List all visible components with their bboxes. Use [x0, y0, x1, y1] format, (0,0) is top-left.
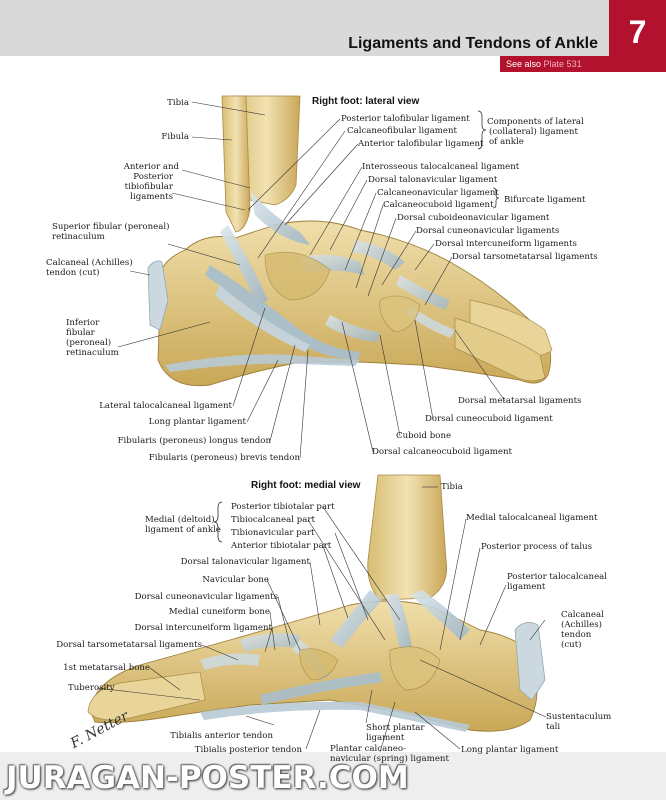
label-tibiofibular-1: Anterior and	[123, 162, 179, 172]
label-calcaneal-tendon-2: tendon (cut)	[46, 268, 100, 278]
medial-leader-lines	[96, 486, 547, 753]
label-tibiofibular-2: Posterior	[133, 172, 173, 182]
label-medial-cuneiform-bone: Medial cuneiform bone	[168, 607, 270, 617]
label-superior-fibular-2: retinaculum	[52, 232, 105, 242]
label-tibialis-anterior: Tibialis anterior tendon	[170, 731, 273, 741]
label-calcaneofibular: Calcaneofibular ligament	[347, 126, 458, 136]
label-long-plantar: Long plantar ligament	[148, 417, 246, 427]
lateral-view-title: Right foot: lateral view	[312, 96, 420, 107]
page-title: Ligaments and Tendons of Ankle	[348, 35, 598, 52]
label-anterior-tibiotalar: Anterior tibiotalar part	[231, 541, 332, 551]
label-lateral-group-1: Components of lateral	[487, 117, 584, 127]
label-dorsal-calcaneocuboid: Dorsal calcaneocuboid ligament	[372, 447, 512, 457]
label-medial-long-plantar: Long plantar ligament	[461, 745, 559, 755]
label-interosseous-talocalcaneal: Interosseous talocalcaneal ligament	[362, 162, 520, 172]
label-medial-calcaneal-2: (Achilles)	[561, 620, 603, 630]
label-tibialis-posterior: Tibialis posterior tendon	[194, 745, 302, 755]
label-posterior-process-talus: Posterior process of talus	[481, 542, 593, 552]
label-plantar-calcaneonavicular-2: navicular (spring) ligament	[330, 754, 449, 764]
label-dorsal-cuneonavicular: Dorsal cuneonavicular ligaments	[416, 226, 560, 236]
lateral-ligament-brace	[477, 110, 487, 150]
label-medial-dorsal-intercuneiform: Dorsal intercuneiform ligament	[134, 623, 272, 633]
watermark-band	[0, 752, 666, 800]
label-medial-dorsal-tarsometatarsal: Dorsal tarsometatarsal ligaments	[56, 640, 202, 650]
label-posterior-talocalcaneal-1: Posterior talocalcaneal	[507, 572, 608, 582]
lateral-foot-drawing	[147, 95, 553, 387]
label-dorsal-talonavicular: Dorsal talonavicular ligament	[368, 175, 498, 185]
label-deltoid-1: Medial (deltoid)	[145, 515, 215, 525]
label-dorsal-metatarsal: Dorsal metatarsal ligaments	[458, 396, 582, 406]
label-sustentaculum-2: tali	[546, 722, 561, 732]
label-tuberosity: Tuberosity	[68, 683, 115, 693]
label-medial-calcaneal-1: Calcaneal	[561, 610, 604, 620]
label-medial-calcaneal-4: (cut)	[561, 640, 582, 650]
label-lateral-talocalcaneal: Lateral talocalcaneal ligament	[99, 401, 232, 411]
label-medial-calcaneal-3: tendon	[561, 630, 592, 640]
label-dorsal-cuneocuboid: Dorsal cuneocuboid ligament	[425, 414, 553, 424]
label-inferior-fibular-4: retinaculum	[66, 348, 119, 358]
label-medial-dorsal-cuneonavicular: Dorsal cuneonavicular ligaments	[134, 592, 278, 602]
label-dorsal-cuboideonavicular: Dorsal cuboideonavicular ligament	[397, 213, 550, 223]
label-cuboid-bone: Cuboid bone	[396, 431, 452, 441]
bifurcate-brace	[492, 187, 500, 209]
label-inferior-fibular-2: fibular	[66, 328, 95, 338]
label-plantar-calcaneonavicular-1: Plantar calcaneo-	[330, 744, 406, 754]
label-anterior-talofibular: Anterior talofibular ligament	[358, 139, 484, 149]
label-short-plantar-1: Short plantar	[366, 723, 425, 733]
label-posterior-talocalcaneal-2: ligament	[507, 582, 546, 592]
label-tibia: Tibia	[167, 98, 189, 108]
label-fibularis-longus: Fibularis (peroneus) longus tendon	[117, 436, 271, 446]
label-calcaneonavicular: Calcaneonavicular ligament	[377, 188, 499, 198]
label-posterior-talofibular: Posterior talofibular ligament	[341, 114, 470, 124]
label-lateral-group-3: of ankle	[489, 137, 524, 147]
label-dorsal-tarsometatarsal: Dorsal tarsometatarsal ligaments	[452, 252, 598, 262]
chapter-number: 7	[609, 0, 666, 72]
label-calcaneocuboid: Calcaneocuboid ligament	[383, 200, 494, 210]
header-bar	[0, 0, 609, 56]
medial-view-title: Right foot: medial view	[251, 480, 361, 491]
medial-foot-drawing	[87, 474, 546, 732]
label-tibiofibular-3: tibiofibular	[124, 182, 173, 192]
watermark-text: JURAGAN-POSTER.COM	[6, 760, 409, 796]
deltoid-brace	[213, 501, 223, 543]
plate-reference[interactable]: Plate 531	[543, 59, 582, 69]
label-first-metatarsal: 1st metatarsal bone	[63, 663, 150, 673]
label-inferior-fibular-3: (peroneal)	[66, 338, 112, 348]
lateral-leader-lines	[117, 101, 506, 459]
label-medial-dorsal-talonavicular: Dorsal talonavicular ligament	[180, 557, 310, 567]
label-lateral-group-2: (collateral) ligament	[489, 127, 578, 137]
label-fibularis-brevis: Fibularis (peroneus) brevis tendon	[148, 453, 300, 463]
label-calcaneal-tendon-1: Calcaneal (Achilles)	[46, 258, 133, 268]
label-medial-talocalcaneal: Medial talocalcaneal ligament	[466, 513, 598, 523]
label-inferior-fibular-1: Inferior	[66, 318, 100, 328]
label-tibiofibular-4: ligaments	[130, 192, 173, 202]
label-medial-tibia: Tibia	[441, 482, 463, 492]
label-dorsal-intercuneiform: Dorsal intercuneiform ligaments	[435, 239, 577, 249]
label-posterior-tibiotalar: Posterior tibiotalar part	[231, 502, 335, 512]
see-also-prefix: See also	[506, 59, 542, 69]
label-tibiocalcaneal: Tibiocalcaneal part	[231, 515, 315, 525]
see-also-link[interactable]: See also Plate 531	[500, 56, 609, 72]
label-superior-fibular-1: Superior fibular (peroneal)	[52, 222, 170, 232]
label-short-plantar-2: ligament	[366, 733, 405, 743]
label-tibionavicular: Tibionavicular part	[231, 528, 315, 538]
label-navicular-bone: Navicular bone	[202, 575, 269, 585]
label-fibula: Fibula	[161, 132, 189, 142]
label-deltoid-2: ligament of ankle	[145, 525, 221, 535]
label-bifurcate: Bifurcate ligament	[504, 195, 586, 205]
label-sustentaculum-1: Sustentaculum	[546, 712, 612, 722]
